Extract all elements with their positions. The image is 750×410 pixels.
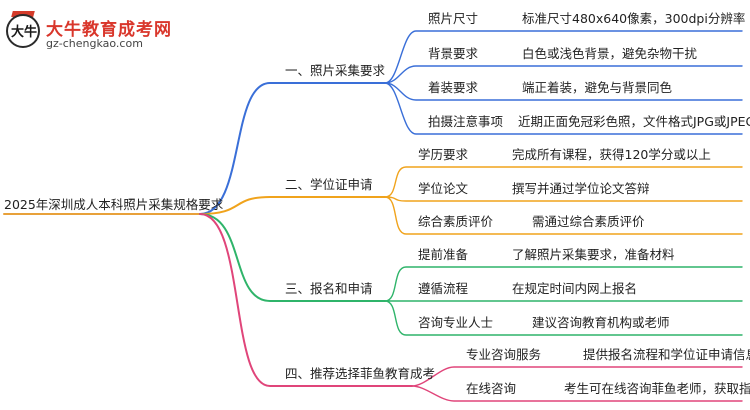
logo-title: 大牛教育成考网: [46, 20, 172, 40]
leaf-label-1-2: 背景要求: [428, 46, 479, 61]
site-logo[interactable]: 大牛 大牛教育成考网 gz-chengkao.com: [6, 11, 206, 54]
leaf-link-4-2: [411, 385, 743, 402]
leaf-link-3-3: [384, 300, 743, 336]
branch-link-1: [199, 82, 386, 215]
branch-node-4: 四、推荐选择菲鱼教育成考: [285, 366, 436, 381]
leaf-label-1-4: 拍摄注意事项: [428, 114, 504, 129]
branch-link-3: [199, 213, 386, 302]
leaf-label-3-1: 提前准备: [418, 247, 469, 262]
leaf-label-1-1: 照片尺寸: [428, 11, 479, 26]
leaf-desc-4-2: 考生可在线咨询菲鱼老师，获取指导: [564, 381, 750, 396]
branch-node-3: 三、报名和申请: [285, 281, 373, 296]
leaf-link-4-1: [411, 366, 743, 387]
leaf-label-4-2: 在线咨询: [466, 381, 517, 396]
leaf-label-2-1: 学历要求: [418, 147, 469, 162]
leaf-link-2-3: [384, 196, 743, 235]
leaf-link-1-2: [384, 65, 743, 84]
leaf-label-3-3: 咨询专业人士: [418, 315, 494, 330]
leaf-desc-1-4: 近期正面免冠彩色照，文件格式JPG或JPEG: [518, 114, 750, 129]
leaf-desc-3-2: 在规定时间内网上报名: [512, 281, 638, 296]
leaf-link-3-1: [384, 266, 743, 302]
leaf-label-1-3: 着装要求: [428, 80, 479, 95]
branch-node-2: 二、学位证申请: [285, 177, 373, 192]
leaf-desc-1-1: 标准尺寸480x640像素，300dpi分辨率: [522, 11, 746, 26]
leaf-desc-3-3: 建议咨询教育机构或老师: [532, 315, 670, 330]
leaf-desc-2-2: 撰写并通过学位论文答辩: [512, 181, 650, 196]
leaf-link-1-4: [384, 82, 743, 135]
leaf-label-3-2: 遵循流程: [418, 281, 469, 296]
leaf-link-1-1: [384, 30, 743, 84]
leaf-desc-4-1: 提供报名流程和学位证申请信息: [583, 347, 750, 362]
leaf-label-2-3: 综合素质评价: [418, 214, 494, 229]
branch-link-2: [199, 196, 386, 215]
leaf-desc-1-3: 端正着装，避免与背景同色: [522, 80, 673, 95]
leaf-desc-3-1: 了解照片采集要求，准备材料: [512, 247, 675, 262]
leaf-label-4-1: 专业咨询服务: [466, 347, 542, 362]
leaf-label-2-2: 学位论文: [418, 181, 469, 196]
root-node: 2025年深圳成人本科照片采集规格要求: [4, 197, 224, 212]
branch-link-4: [199, 213, 413, 387]
leaf-desc-2-3: 需通过综合素质评价: [532, 214, 645, 229]
leaf-link-2-2: [384, 196, 743, 202]
logo-badge-text: 大牛: [11, 25, 38, 40]
leaf-link-1-3: [384, 82, 743, 101]
leaf-desc-2-1: 完成所有课程，获得120学分或以上: [512, 147, 711, 162]
logo-url: gz-chengkao.com: [46, 37, 143, 50]
leaf-link-2-1: [384, 166, 743, 198]
branch-node-1: 一、照片采集要求: [285, 63, 386, 78]
logo-badge: [6, 14, 40, 48]
leaf-desc-1-2: 白色或浅色背景，避免杂物干扰: [522, 46, 698, 61]
